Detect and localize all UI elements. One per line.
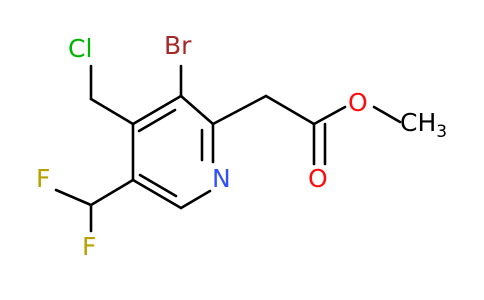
bonds [54,64,402,233]
methyl-subscript: 3 [436,122,447,142]
bond-ch2-carbonyl [264,94,316,126]
bond-c6-c5 [131,178,183,210]
bond-c4-c3-inner [137,108,177,133]
methyl-main: CH [400,108,436,137]
atom-labels: Cl Br N O O F F CH3 [36,31,447,261]
bond-c4-ch2 [89,97,135,126]
atom-label-o-carbonyl: O [308,164,328,193]
bond-c6-c5-inner [138,173,178,198]
atom-label-br: Br [164,31,192,60]
bond-c3-c2 [179,94,215,126]
bond-carbonyl-o-ether [312,105,347,126]
bond-o-ether-methyl [372,105,402,124]
bond-c3-c4 [131,94,183,126]
bond-n-c6 [179,189,212,210]
atom-label-methyl: CH3 [400,108,447,142]
atom-label-o-ether: O [348,88,368,117]
atom-label-f-upper: F [36,164,50,193]
bond-c2-ch2 [211,94,268,126]
atom-label-cl: Cl [68,34,92,63]
atom-label-f-lower: F [82,232,96,261]
bond-c5-chf2 [89,178,135,207]
bond-chf2-f-upper [54,188,93,207]
atom-label-n: N [212,164,231,193]
